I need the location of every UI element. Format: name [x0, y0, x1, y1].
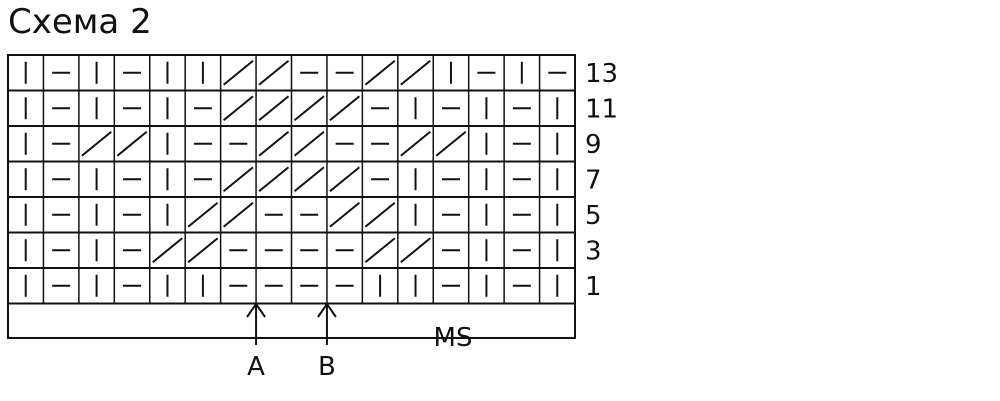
cable-symbol	[400, 130, 431, 157]
stitch-symbols	[24, 59, 567, 297]
cable-symbol	[152, 237, 183, 264]
cable-symbol	[400, 237, 431, 264]
cable-symbol	[222, 166, 254, 193]
cable-symbol	[258, 95, 290, 122]
cable-symbol	[293, 95, 325, 122]
cable-symbol	[258, 59, 290, 86]
cable-symbol	[222, 59, 254, 86]
row-label: 13	[585, 59, 618, 89]
cable-symbol	[364, 59, 396, 86]
cable-symbol	[258, 166, 290, 193]
page-title: Схема 2	[8, 2, 152, 42]
cable-symbol	[293, 166, 325, 193]
cable-symbol	[258, 130, 290, 157]
marker-arrow-head	[317, 302, 337, 318]
row-label: 1	[585, 272, 602, 302]
cable-symbol	[222, 95, 254, 122]
cable-symbol	[329, 201, 361, 228]
row-labels: 13 11 9 7 5 3 1	[585, 59, 618, 302]
row-label: 5	[585, 201, 602, 231]
cable-symbol	[116, 130, 148, 157]
row-label: 7	[585, 165, 602, 195]
row-label: 9	[585, 130, 602, 160]
row-label: 11	[585, 94, 618, 124]
cable-symbol	[435, 130, 467, 157]
cable-symbol	[364, 237, 396, 264]
cable-symbol	[329, 166, 361, 193]
marker-label: B	[318, 352, 336, 382]
cable-symbol	[329, 95, 361, 122]
grid-lines	[7, 54, 576, 339]
cable-symbol	[222, 201, 254, 228]
cable-symbol	[187, 201, 219, 228]
marker-label: A	[247, 352, 265, 382]
row-label: 3	[585, 236, 602, 266]
cable-symbol	[187, 237, 219, 264]
marker-arrow-head	[246, 302, 266, 318]
ms-band: MS	[8, 323, 575, 353]
cable-symbol	[400, 59, 431, 86]
cable-symbol	[364, 201, 396, 228]
ms-label: MS	[434, 323, 473, 353]
cable-symbol	[81, 130, 112, 157]
cable-symbol	[293, 130, 325, 157]
